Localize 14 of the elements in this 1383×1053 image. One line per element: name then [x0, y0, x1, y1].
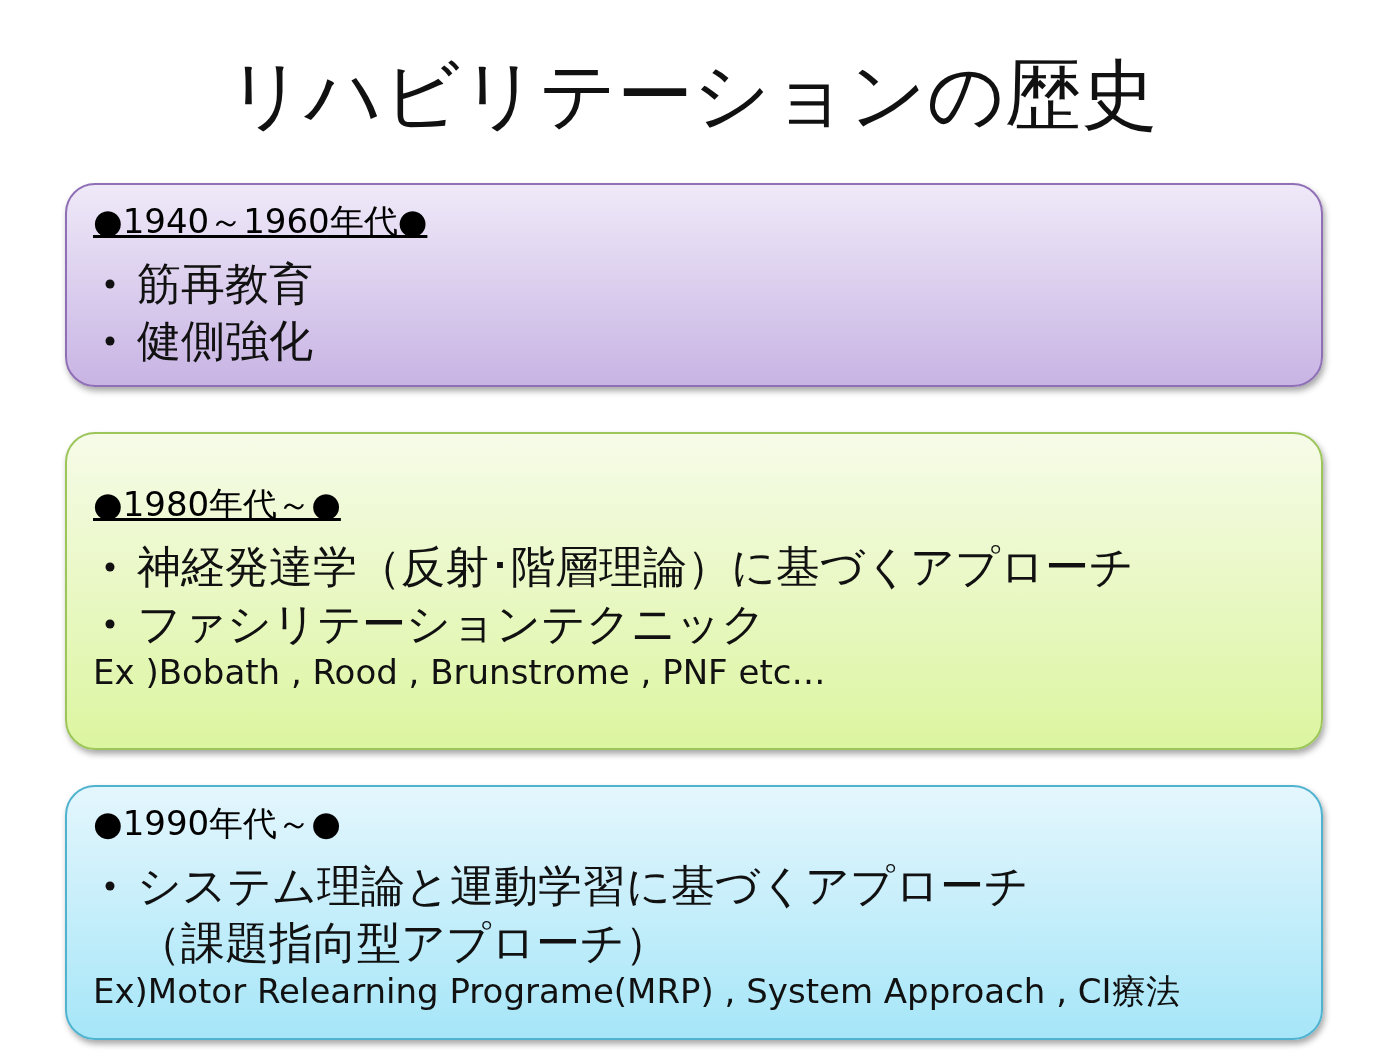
era-panel [65, 183, 1323, 387]
era-heading: ●1940～1960年代● [93, 200, 428, 243]
bullet-text: 神経発達学（反射･階層理論）に基づくアプローチ [137, 541, 1134, 592]
bullet-text: ファシリテーションテクニック [137, 598, 766, 650]
slide-title: リハビリテーションの歴史 [225, 49, 1158, 141]
era-heading: ●1990年代～● [93, 802, 341, 845]
era-heading: ●1980年代～● [93, 483, 341, 526]
bullet-text: 健側強化 [137, 315, 313, 367]
example-text: Ex )Bobath , Rood , Brunstrome , PNF etc… [93, 652, 827, 694]
example-text: Ex)Motor Relearning Programe(MRP) , System Approach , CI療法 [93, 971, 1181, 1013]
bullet-text: 筋再教育 [137, 258, 313, 309]
era-panel [65, 785, 1323, 1040]
era-panel [65, 432, 1323, 750]
bullet-text: システム理論と運動学習に基づくアプローチ（課題指向型アプローチ） [137, 860, 1029, 969]
